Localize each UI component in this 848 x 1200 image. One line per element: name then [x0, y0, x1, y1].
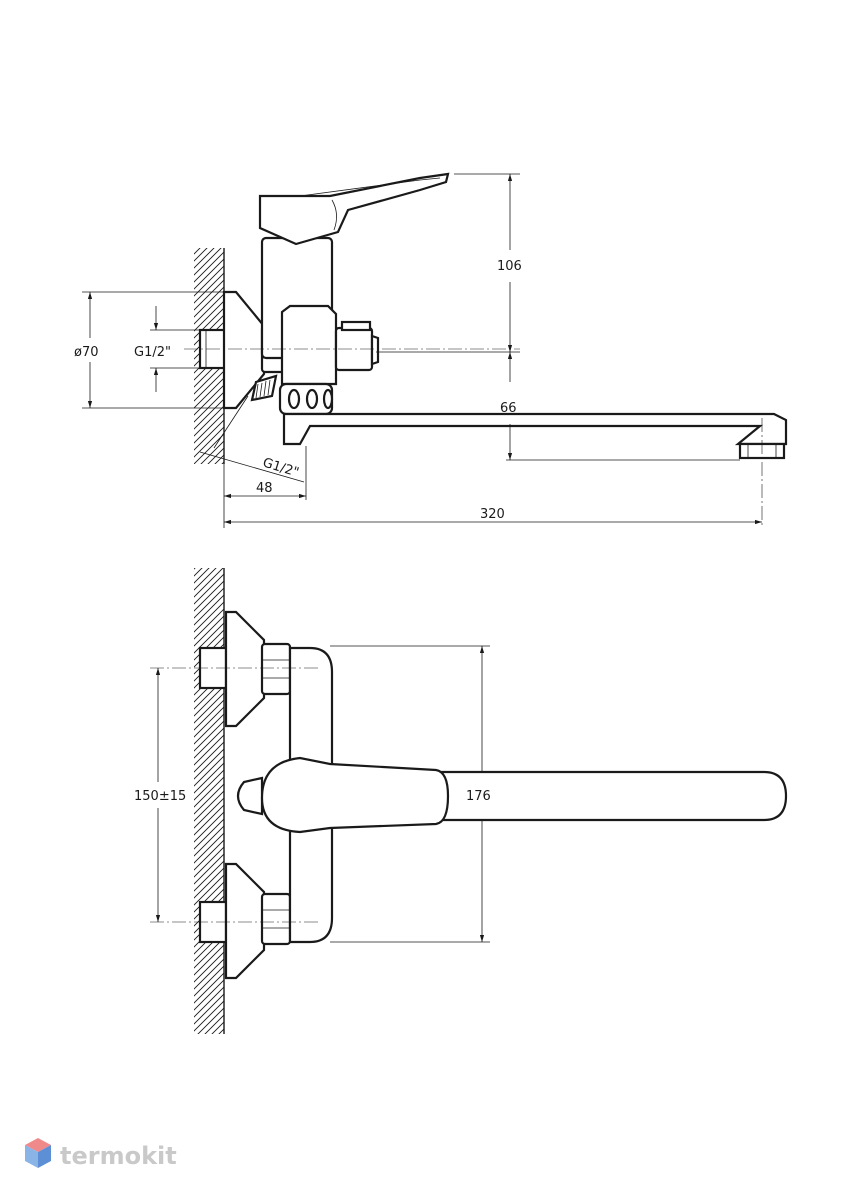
- spout-collar-side: [278, 382, 334, 416]
- label-inlet-thread: G1/2": [134, 345, 171, 360]
- label-spout-drop: 66: [500, 401, 517, 416]
- shower-outlet-side: [250, 374, 278, 402]
- diverter-block-side: [280, 304, 380, 386]
- logo-text: termokit: [60, 1142, 177, 1170]
- dim-side-height: 106: [376, 173, 522, 353]
- lever-base-top: [236, 776, 264, 816]
- dim-spout-reach: 320: [224, 507, 762, 525]
- dim-inlet-spacing: 150±15: [134, 668, 186, 922]
- dim-body-height: 176: [330, 645, 491, 943]
- lever-handle-side: [258, 172, 450, 246]
- top-view: 150±15 176: [134, 568, 788, 1034]
- label-wall-to-outlet: 48: [256, 481, 273, 496]
- label-body-height: 176: [466, 789, 491, 804]
- spout-side: [282, 412, 788, 446]
- label-side-height: 106: [497, 259, 522, 274]
- lever-handle-top: [260, 756, 450, 834]
- label-shower-thread: G1/2": [261, 455, 301, 480]
- inlet-fitting-top-lower: [198, 862, 292, 980]
- dim-inlet-thread: G1/2": [134, 306, 200, 392]
- label-spout-reach: 320: [480, 507, 505, 522]
- label-flange-diameter: ø70: [74, 345, 99, 360]
- inlet-fitting-top-upper: [198, 610, 292, 728]
- hexagon-logo-icon: [25, 1138, 51, 1168]
- dim-wall-to-outlet: 48: [223, 446, 307, 528]
- label-inlet-spacing: 150±15: [134, 789, 186, 804]
- termokit-logo: termokit: [25, 1138, 177, 1170]
- side-view: 106 66 ø70 G1/2" G1/2: [74, 172, 788, 528]
- dim-spout-drop: 66: [500, 352, 740, 461]
- wall-hatch-top: [194, 568, 224, 1034]
- dim-flange-diameter: ø70: [74, 291, 224, 409]
